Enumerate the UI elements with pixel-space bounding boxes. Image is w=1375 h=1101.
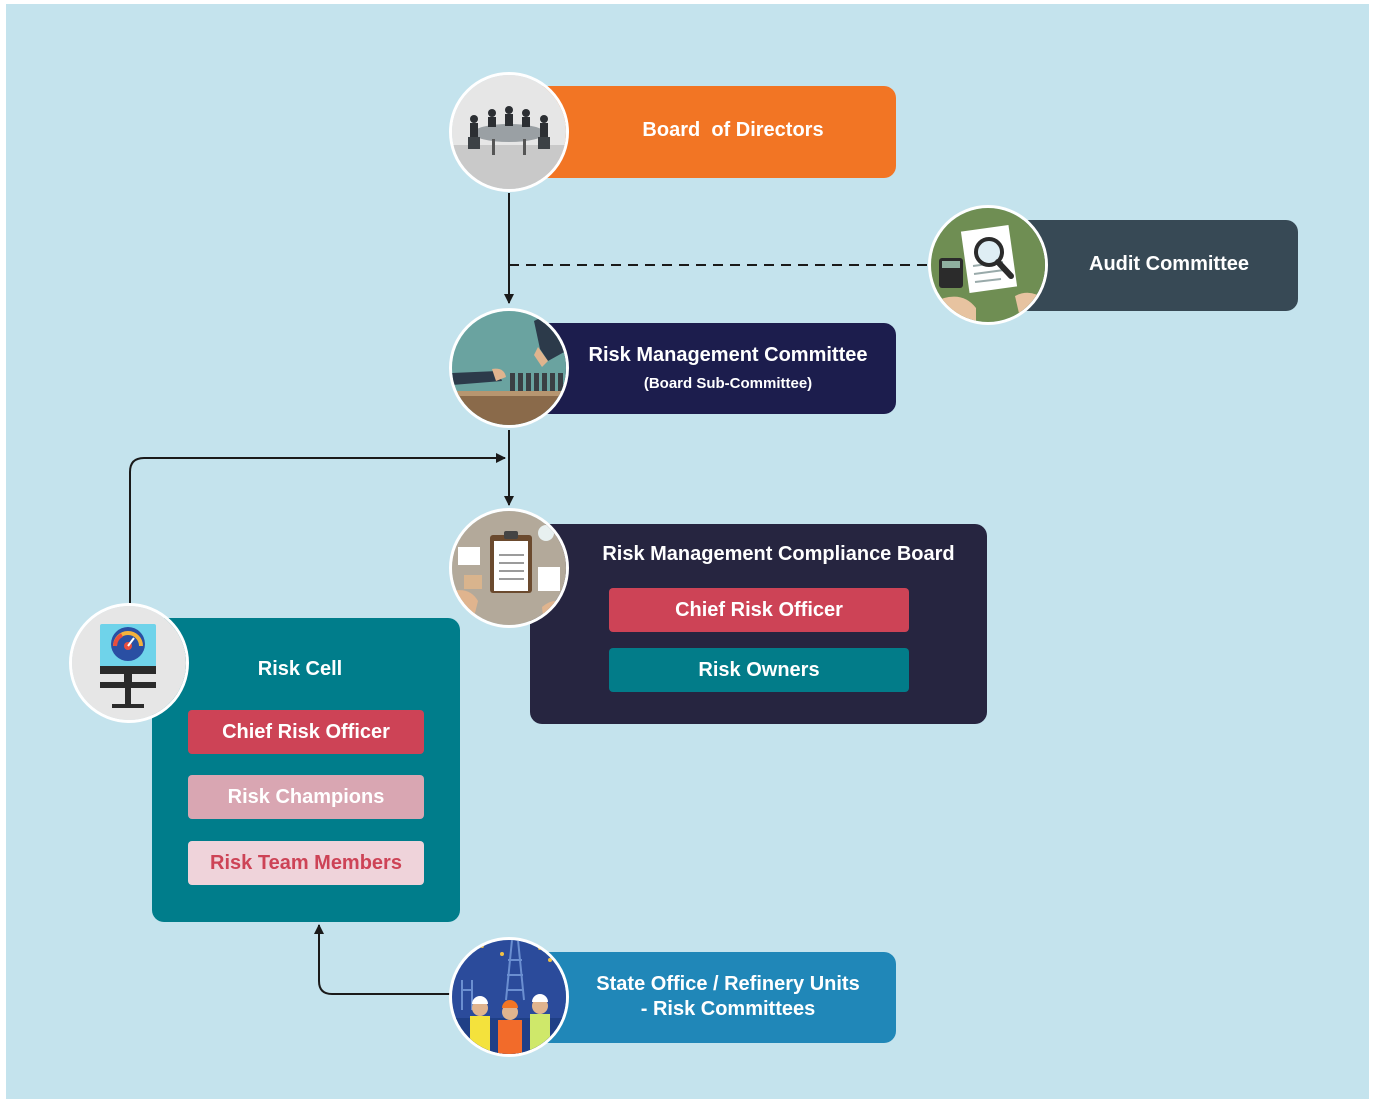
rmcb-chief-risk-officer: Chief Risk Officer: [609, 588, 909, 632]
risk-management-compliance-board-box: Risk Management Compliance Board Chief R…: [530, 524, 987, 724]
risk-cell-title: Risk Cell: [257, 658, 343, 680]
risk-cell-risk-team-members: Risk Team Members: [188, 841, 424, 885]
risk-cell-box: Risk Cell Chief Risk Officer Risk Champi…: [152, 618, 460, 922]
risk-cell-to-rmc-arrow: [129, 453, 506, 603]
risk-monitor-gauge-icon: [69, 603, 189, 723]
audit-title: Audit Committee: [1089, 253, 1249, 275]
compliance-clipboard-icon: [449, 508, 569, 628]
rmc-title: Risk Management Committee: [588, 344, 868, 366]
rmcb-title: Risk Management Compliance Board: [602, 543, 955, 565]
state-office-box: State Office / Refinery Units - Risk Com…: [520, 952, 896, 1043]
risk-cell-risk-champions: Risk Champions: [188, 775, 424, 819]
risk-management-committee-box: Risk Management Committee (Board Sub-Com…: [520, 323, 896, 414]
board-title: Board of Directors: [642, 119, 824, 141]
state-to-risk-cell-arrow: [314, 924, 450, 995]
boardroom-meeting-icon: [449, 72, 569, 192]
audit-magnifier-icon: [928, 205, 1048, 325]
audit-committee-box: Audit Committee: [1000, 220, 1298, 311]
rmcb-risk-owners: Risk Owners: [609, 648, 909, 692]
domino-hands-icon: [449, 308, 569, 428]
refinery-workers-icon: [449, 937, 569, 1057]
board-of-directors-box: Board of Directors: [520, 86, 896, 178]
state-line2: - Risk Committees: [640, 998, 816, 1020]
rmc-subtitle: (Board Sub-Committee): [643, 375, 813, 392]
state-line1: State Office / Refinery Units: [596, 973, 860, 995]
risk-cell-chief-risk-officer: Chief Risk Officer: [188, 710, 424, 754]
